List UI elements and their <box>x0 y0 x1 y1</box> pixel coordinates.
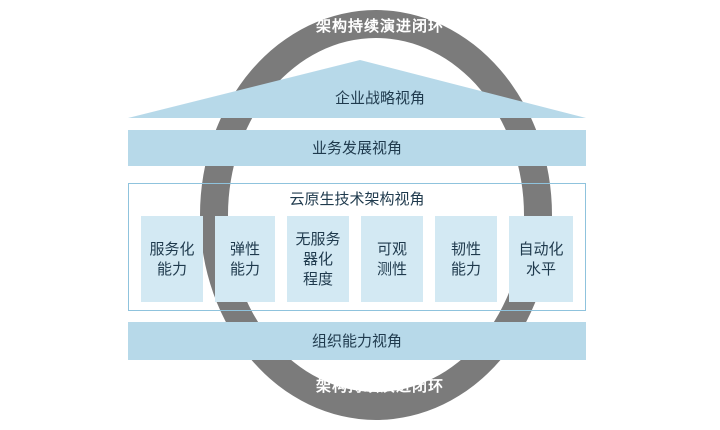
capability-label: 韧性 能力 <box>450 240 481 278</box>
capability-elasticity: 弹性 能力 <box>215 216 275 302</box>
capability-label: 无服务 器化 程度 <box>295 230 341 288</box>
capability-resilience: 韧性 能力 <box>435 216 497 302</box>
capability-label: 自动化 水平 <box>518 240 564 278</box>
capability-service: 服务化 能力 <box>141 216 203 302</box>
capability-automation: 自动化 水平 <box>509 216 573 302</box>
capability-label: 可观 测性 <box>376 240 407 278</box>
organizational-capability-band: 组织能力视角 <box>128 322 586 360</box>
loop-label-bottom: 架构持续演进闭环 <box>315 377 444 395</box>
capability-serverless: 无服务 器化 程度 <box>287 216 349 302</box>
business-development-band: 业务发展视角 <box>128 130 586 166</box>
capability-label: 弹性 能力 <box>229 240 260 278</box>
capability-label: 服务化 能力 <box>149 240 195 278</box>
capability-observability: 可观 测性 <box>361 216 423 302</box>
loop-label-top: 架构持续演进闭环 <box>315 17 444 35</box>
cloud-native-frame: 云原生技术架构视角 服务化 能力 弹性 能力 无服务 器化 程度 可观 测性 韧… <box>128 183 586 311</box>
enterprise-strategy-roof <box>128 60 586 118</box>
cloud-native-title: 云原生技术架构视角 <box>289 190 425 208</box>
enterprise-strategy-label: 企业战略视角 <box>334 89 425 107</box>
